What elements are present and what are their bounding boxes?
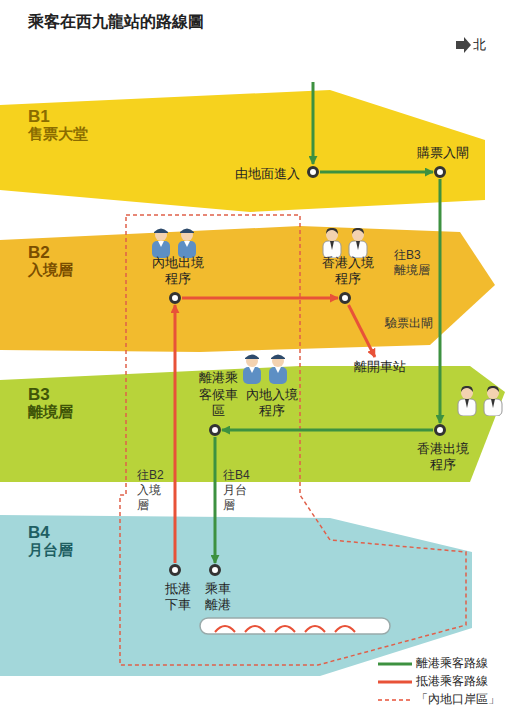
exit-box: 內地入境程序: [238, 386, 306, 421]
route-point: 內地出境程序: [169, 292, 181, 304]
route-point: 購票入閘: [434, 166, 446, 178]
north-arrow: [456, 37, 471, 53]
legend-sample-line: [378, 663, 412, 666]
legend-sample-line: [378, 681, 412, 684]
route-point-label: 由地面進入: [235, 166, 300, 182]
floor-label: B4: [28, 522, 50, 543]
floor-label: 售票大堂: [28, 125, 88, 144]
route-point: 抵港下車: [169, 564, 181, 576]
route-point: 由地面進入: [307, 166, 319, 178]
floor-label: 入境層: [28, 261, 73, 280]
entry-arrow: [312, 82, 315, 164]
band-fill: [0, 90, 485, 212]
floor-label: B2: [28, 242, 50, 263]
route-arrow: [174, 305, 177, 563]
diagram-title: 乘客在西九龍站的路線圖: [28, 12, 204, 32]
officer-icons: [152, 228, 502, 416]
edge-label: 往B3 離境層: [394, 248, 434, 278]
route-point-label: 購票入閘: [411, 145, 476, 161]
floor-label: B3: [28, 384, 50, 405]
legend-sample: [378, 695, 412, 705]
band-fill: [0, 366, 505, 482]
legend-sample-line: [378, 699, 412, 701]
compass-label: 北: [473, 37, 486, 53]
route-arrow: [222, 429, 433, 432]
legend-sample: [378, 659, 412, 669]
route-arrow: [349, 305, 375, 357]
box-label: 內地入境程序: [240, 387, 304, 420]
route-point: 離港乘客候車區: [209, 424, 221, 436]
box-label: 離開車站: [354, 359, 406, 375]
edge-label: 驗票出閘: [385, 316, 433, 331]
route-point-label: 內地出境程序: [152, 255, 204, 288]
route-arrow: [320, 171, 433, 174]
route-point: 香港出境程序: [434, 424, 446, 436]
legend-text: 「內地口岸區」: [416, 692, 500, 707]
exit-box: 離開車站: [352, 358, 408, 376]
route-point-label: 乘車離港: [204, 581, 233, 614]
route-point-label: 香港入境程序: [322, 255, 374, 288]
route-point-label: 香港出境程序: [417, 441, 469, 474]
legend-text: 抵港乘客路線: [416, 674, 488, 689]
edge-label: 往B4 月台層: [223, 468, 254, 513]
band-fill: [0, 226, 495, 352]
route-arrow: [214, 437, 217, 563]
route-point: 香港入境程序: [339, 292, 351, 304]
route-point-label: 抵港下車: [164, 581, 193, 614]
route-point-label: 離港乘客候車區: [199, 370, 238, 419]
mainland-port-area: [120, 215, 466, 665]
floor-label: 月台層: [28, 541, 73, 560]
route-arrow: [439, 179, 442, 423]
route-arrow: [182, 297, 338, 300]
train: [200, 618, 390, 634]
floor-label: B1: [28, 106, 50, 127]
legend-text: 離港乘客路線: [416, 656, 488, 671]
legend-sample: [378, 677, 412, 687]
band-fill: [0, 515, 472, 676]
edge-label: 往B2 入境層: [137, 468, 168, 513]
route-point: 乘車離港: [209, 564, 221, 576]
floor-label: 離境層: [28, 403, 73, 422]
